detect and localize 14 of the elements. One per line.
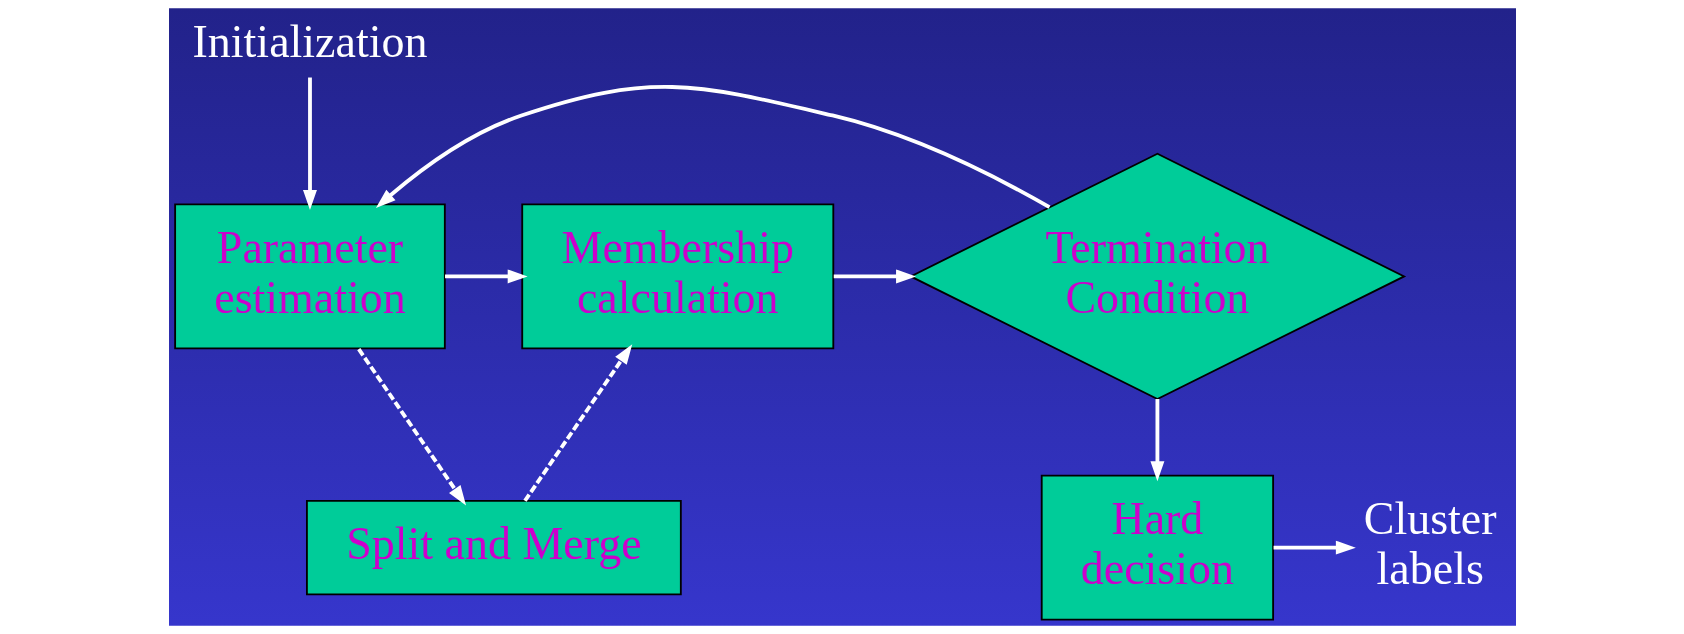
node-box: Parameter estimation: [173, 203, 446, 350]
arrow: [444, 269, 528, 284]
arrow: [522, 344, 632, 502]
node-box: Split and Merge: [305, 499, 682, 596]
node-text: Cluster labels: [1363, 492, 1497, 595]
arrow: [1273, 540, 1356, 555]
arrow: [356, 348, 466, 506]
arrow: [1149, 399, 1164, 482]
node-text: Initialization: [192, 16, 427, 68]
arrow: [833, 269, 916, 284]
arrow: [375, 85, 1050, 209]
node-box: Membership calculation: [520, 203, 834, 350]
node-box: Hard decision: [1040, 474, 1274, 621]
arrow: [302, 77, 317, 211]
